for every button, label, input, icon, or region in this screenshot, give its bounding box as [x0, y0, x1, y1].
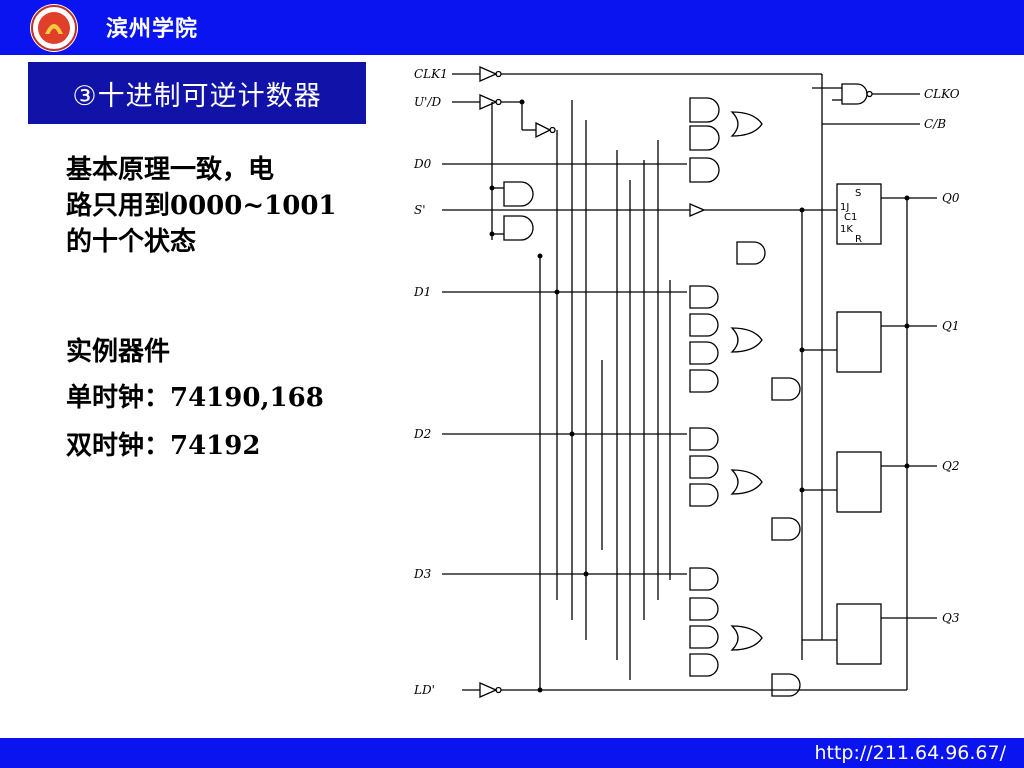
ff-pin-label: 1K — [840, 224, 853, 235]
footer-bar — [0, 738, 1024, 768]
slide-title: ③十进制可逆计数器 — [28, 62, 366, 124]
header-bar — [0, 0, 1024, 55]
output-label: Q3 — [942, 611, 960, 625]
output-label: CLKO — [924, 87, 960, 101]
ff-pin-label: C1 — [844, 212, 857, 223]
input-label: LD' — [413, 683, 435, 697]
principle-line: 的十个状态 — [66, 227, 197, 257]
input-label: D1 — [413, 285, 431, 299]
ff-pin-label: 1J — [840, 202, 849, 213]
school-name: 滨州学院 — [106, 17, 199, 42]
principle-text: 基本原理一致，电 路只用到0000~1001 的十个状态 — [66, 152, 366, 260]
input-label: CLK1 — [414, 67, 448, 81]
output-label: Q1 — [942, 319, 959, 333]
output-label: Q0 — [942, 191, 960, 205]
principle-line: 基本原理一致，电 — [66, 155, 275, 185]
input-label: D3 — [413, 567, 432, 581]
input-label: D0 — [413, 157, 432, 171]
input-label: U'/D — [414, 95, 441, 109]
examples-heading: 实例器件 — [66, 337, 171, 367]
output-label: C/B — [924, 117, 946, 131]
ff-pin-label: S — [855, 188, 861, 199]
input-label: S' — [414, 203, 426, 217]
dual-clock-devices: 双时钟：74192 — [66, 431, 261, 461]
principle-line: 路只用到0000~1001 — [66, 191, 337, 221]
input-label: D2 — [413, 427, 431, 441]
footer-url: http://211.64.96.67/ — [814, 742, 1006, 764]
school-logo-icon — [30, 4, 78, 52]
single-clock-devices: 单时钟：74190,168 — [66, 383, 324, 413]
counter-circuit-diagram: CLK1 U'/D D0 S' D1 D2 D3 LD' CLKO C/B Q0… — [413, 66, 960, 698]
ff-pin-label: R — [855, 234, 862, 245]
output-label: Q2 — [942, 459, 959, 473]
